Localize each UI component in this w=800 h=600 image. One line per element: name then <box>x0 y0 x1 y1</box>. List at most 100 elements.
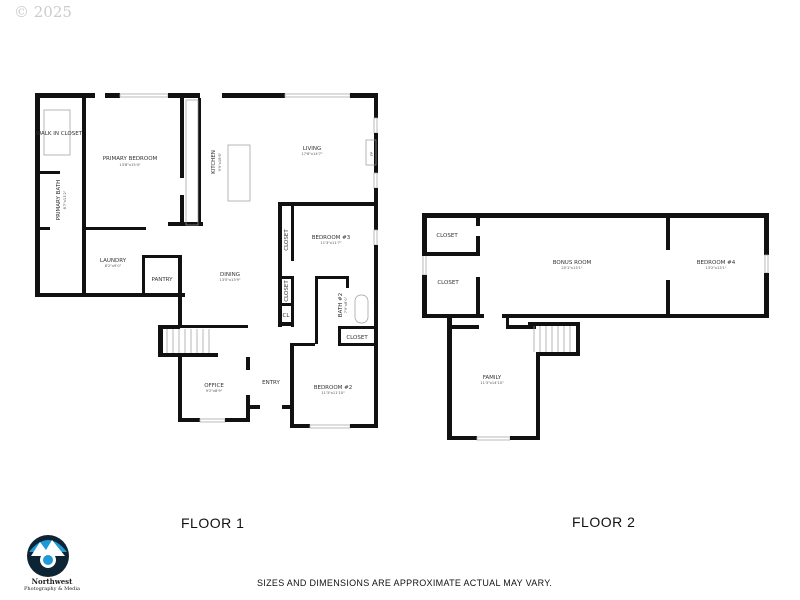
floor1-labels: WALK IN CLOSET PRIMARY BEDROOM 13'8"x15'… <box>36 131 374 395</box>
wall <box>350 424 378 428</box>
room-label: LAUNDRY <box>100 258 127 264</box>
wall <box>536 352 580 356</box>
wall <box>278 303 294 306</box>
wall <box>178 255 182 325</box>
logo-line2: Photography & Media <box>24 586 80 592</box>
wall <box>246 395 250 422</box>
room-label: BATH #2 <box>338 293 344 317</box>
wall <box>282 405 294 409</box>
room-dims: 11'3"x11'7" <box>320 241 341 245</box>
room-dims: 8'7"x13'2" <box>63 190 67 209</box>
room-label: DINING <box>220 272 240 278</box>
window <box>373 229 378 246</box>
room-label: BEDROOM #2 <box>314 385 353 391</box>
wall <box>476 218 480 226</box>
wall <box>198 98 201 226</box>
wall <box>422 252 480 256</box>
floor1-title: FLOOR 1 <box>181 515 245 531</box>
room-label: LIVING <box>303 146 321 152</box>
wall <box>666 218 670 250</box>
room-label: PRIMARY BATH <box>56 180 62 220</box>
window <box>373 172 378 189</box>
stairs <box>166 329 210 353</box>
room-dims: 9'9"x18'6" <box>218 152 222 171</box>
wall <box>340 343 378 346</box>
room-label: PANTRY <box>151 277 173 283</box>
wall <box>476 236 480 254</box>
wall <box>447 436 477 440</box>
wall <box>35 171 60 174</box>
room-label: CLOSET <box>437 280 459 286</box>
room-dims: 11'3"x14'10" <box>480 381 504 385</box>
floor1-walls <box>35 93 378 429</box>
wall <box>250 405 260 409</box>
wall <box>502 314 769 318</box>
room-label: ENTRY <box>262 380 280 386</box>
room-label: CLOSET <box>284 280 290 302</box>
wall <box>422 275 427 318</box>
room-label: PRIMARY BEDROOM <box>103 156 158 162</box>
window <box>422 254 427 276</box>
room-label: CLOSET <box>436 233 458 239</box>
floor2-labels: CLOSET CLOSET BONUS ROOM 20'1"x13'1" BED… <box>436 233 735 385</box>
wall <box>278 276 294 279</box>
room-label: KITCHEN <box>211 150 217 174</box>
window <box>309 424 351 429</box>
wall <box>764 213 769 255</box>
room-label: BONUS ROOM <box>553 260 592 266</box>
window <box>764 254 769 274</box>
wall <box>291 279 294 327</box>
wall <box>422 213 768 218</box>
wall <box>290 424 310 428</box>
room-dims: 13'8"x15'4" <box>119 163 140 167</box>
fireplace <box>365 139 377 166</box>
wall <box>338 326 341 346</box>
wall <box>315 276 318 344</box>
wall <box>142 255 180 258</box>
wall <box>158 325 163 357</box>
room-dims: 20'1"x13'1" <box>561 266 582 270</box>
wall <box>666 280 670 318</box>
wall <box>105 93 120 98</box>
kitchen-island <box>227 144 251 202</box>
room-dims: 13'2"x13'1" <box>705 266 726 270</box>
room-label: CL <box>283 313 291 319</box>
window <box>284 93 351 98</box>
wall <box>374 245 378 428</box>
wall <box>35 93 95 98</box>
wall <box>291 206 294 261</box>
room-label: FAMILY <box>483 375 502 381</box>
wall <box>447 318 452 440</box>
wall <box>180 325 248 328</box>
wall <box>506 318 509 328</box>
wall <box>35 227 50 230</box>
floor2-title: FLOOR 2 <box>572 514 636 530</box>
room-dims: 17'6"x14'7" <box>301 152 322 156</box>
wall <box>346 276 349 288</box>
room-label: OFFICE <box>204 383 224 389</box>
room-dims: 11'3"x11'10" <box>321 391 345 395</box>
wall <box>246 357 250 370</box>
wall <box>576 322 580 356</box>
wall <box>82 227 146 230</box>
wall <box>278 202 378 206</box>
wall <box>142 255 145 297</box>
wall <box>350 93 378 98</box>
wall <box>278 322 294 326</box>
wall <box>178 357 182 422</box>
room-label: CLOSET <box>346 335 368 341</box>
wall <box>536 352 540 440</box>
fireplace-label: FP <box>370 151 374 156</box>
wall <box>82 93 86 297</box>
wall <box>506 325 536 329</box>
wall <box>290 343 315 346</box>
wall <box>290 345 294 428</box>
wall <box>422 213 427 255</box>
window <box>373 117 378 134</box>
room-label: BEDROOM #3 <box>312 235 351 241</box>
wall <box>374 188 378 230</box>
wall <box>510 436 540 440</box>
company-logo-emblem <box>27 535 69 577</box>
room-label: WALK IN CLOSET <box>36 131 83 137</box>
wall <box>35 293 185 297</box>
